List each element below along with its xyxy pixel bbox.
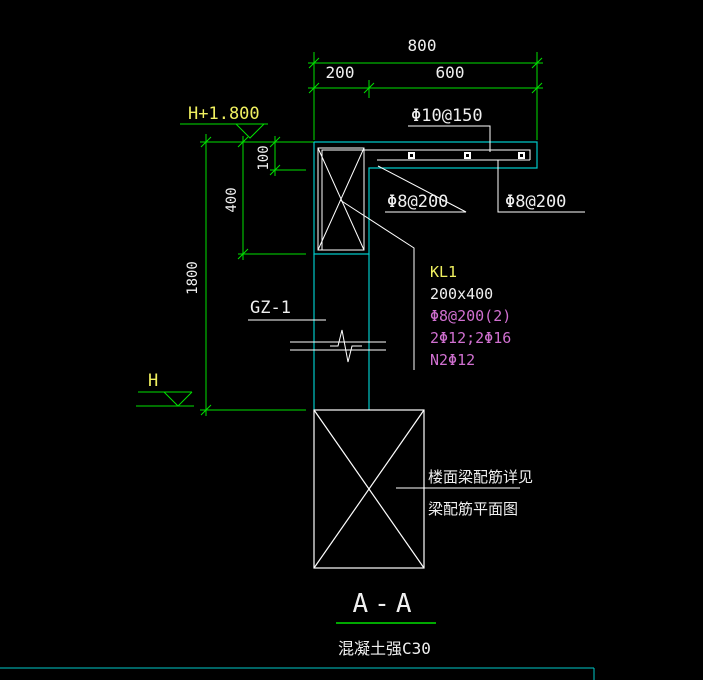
slab-rebar-dot-centers (410, 154, 523, 157)
leader-slab-left (377, 165, 467, 213)
leader-beam (339, 199, 415, 370)
level-bottom-triangle (163, 391, 193, 407)
top-bar (321, 149, 531, 250)
stirrup (317, 147, 365, 251)
leader-slab-top (408, 125, 491, 152)
tick (531, 82, 543, 94)
tick (531, 57, 543, 69)
tick (237, 248, 249, 260)
rebar-dot-center (410, 154, 413, 157)
rebar-leaders (339, 125, 585, 489)
section-material: 混凝土强C30 (338, 639, 431, 658)
beam-side-label: N2Φ12 (430, 351, 475, 369)
level-top-triangle (235, 123, 265, 139)
dim-total-label: 800 (408, 36, 437, 55)
tick (269, 136, 281, 148)
rebar-slab-top-label: Φ10@150 (411, 106, 483, 126)
tick (200, 136, 212, 148)
beam-stirrup-label: Φ8@200(2) (430, 307, 511, 325)
column-label-group: GZ-1 (248, 298, 386, 363)
rebar-slab-left-label: Φ8@200 (387, 192, 448, 212)
beam-longitudinal-label: 2Φ12;2Φ16 (430, 329, 511, 347)
tick (308, 82, 320, 94)
beam-size-label: 200x400 (430, 285, 493, 303)
level-bottom: H (136, 371, 194, 407)
level-top-label: H+1.800 (188, 104, 260, 124)
tick (200, 404, 212, 416)
tick (363, 82, 375, 94)
dim-right-label: 600 (436, 63, 465, 82)
foundation (313, 409, 425, 569)
break-mark (330, 329, 362, 363)
dim-1800-label: 1800 (185, 261, 201, 295)
left-dimensions (200, 134, 314, 416)
level-top: H+1.800 (180, 104, 268, 139)
rebar-dot-center (466, 154, 469, 157)
dim-100-label: 100 (256, 145, 272, 170)
rebar-slab-right-label: Φ8@200 (505, 192, 566, 212)
beam-rebar (317, 147, 531, 251)
leader-slab-right (497, 160, 585, 213)
foundation-cross-2 (313, 409, 425, 569)
tick (269, 164, 281, 176)
beam-cross-2 (317, 147, 365, 251)
section-outline (313, 141, 538, 410)
section-title: A-A (353, 589, 418, 619)
top-dimension (308, 52, 543, 140)
note-line-2: 梁配筋平面图 (428, 500, 518, 518)
rebar-dot-center (520, 154, 523, 157)
dim-400-label: 400 (224, 187, 240, 212)
dim-left-label: 200 (326, 63, 355, 82)
level-bottom-label: H (148, 371, 158, 391)
foundation-outline (313, 409, 425, 569)
column-name-label: GZ-1 (250, 298, 291, 318)
tick (237, 136, 249, 148)
note-line-1: 楼面梁配筋详见 (428, 468, 533, 486)
beam-name-label: KL1 (430, 263, 457, 281)
tick (308, 57, 320, 69)
